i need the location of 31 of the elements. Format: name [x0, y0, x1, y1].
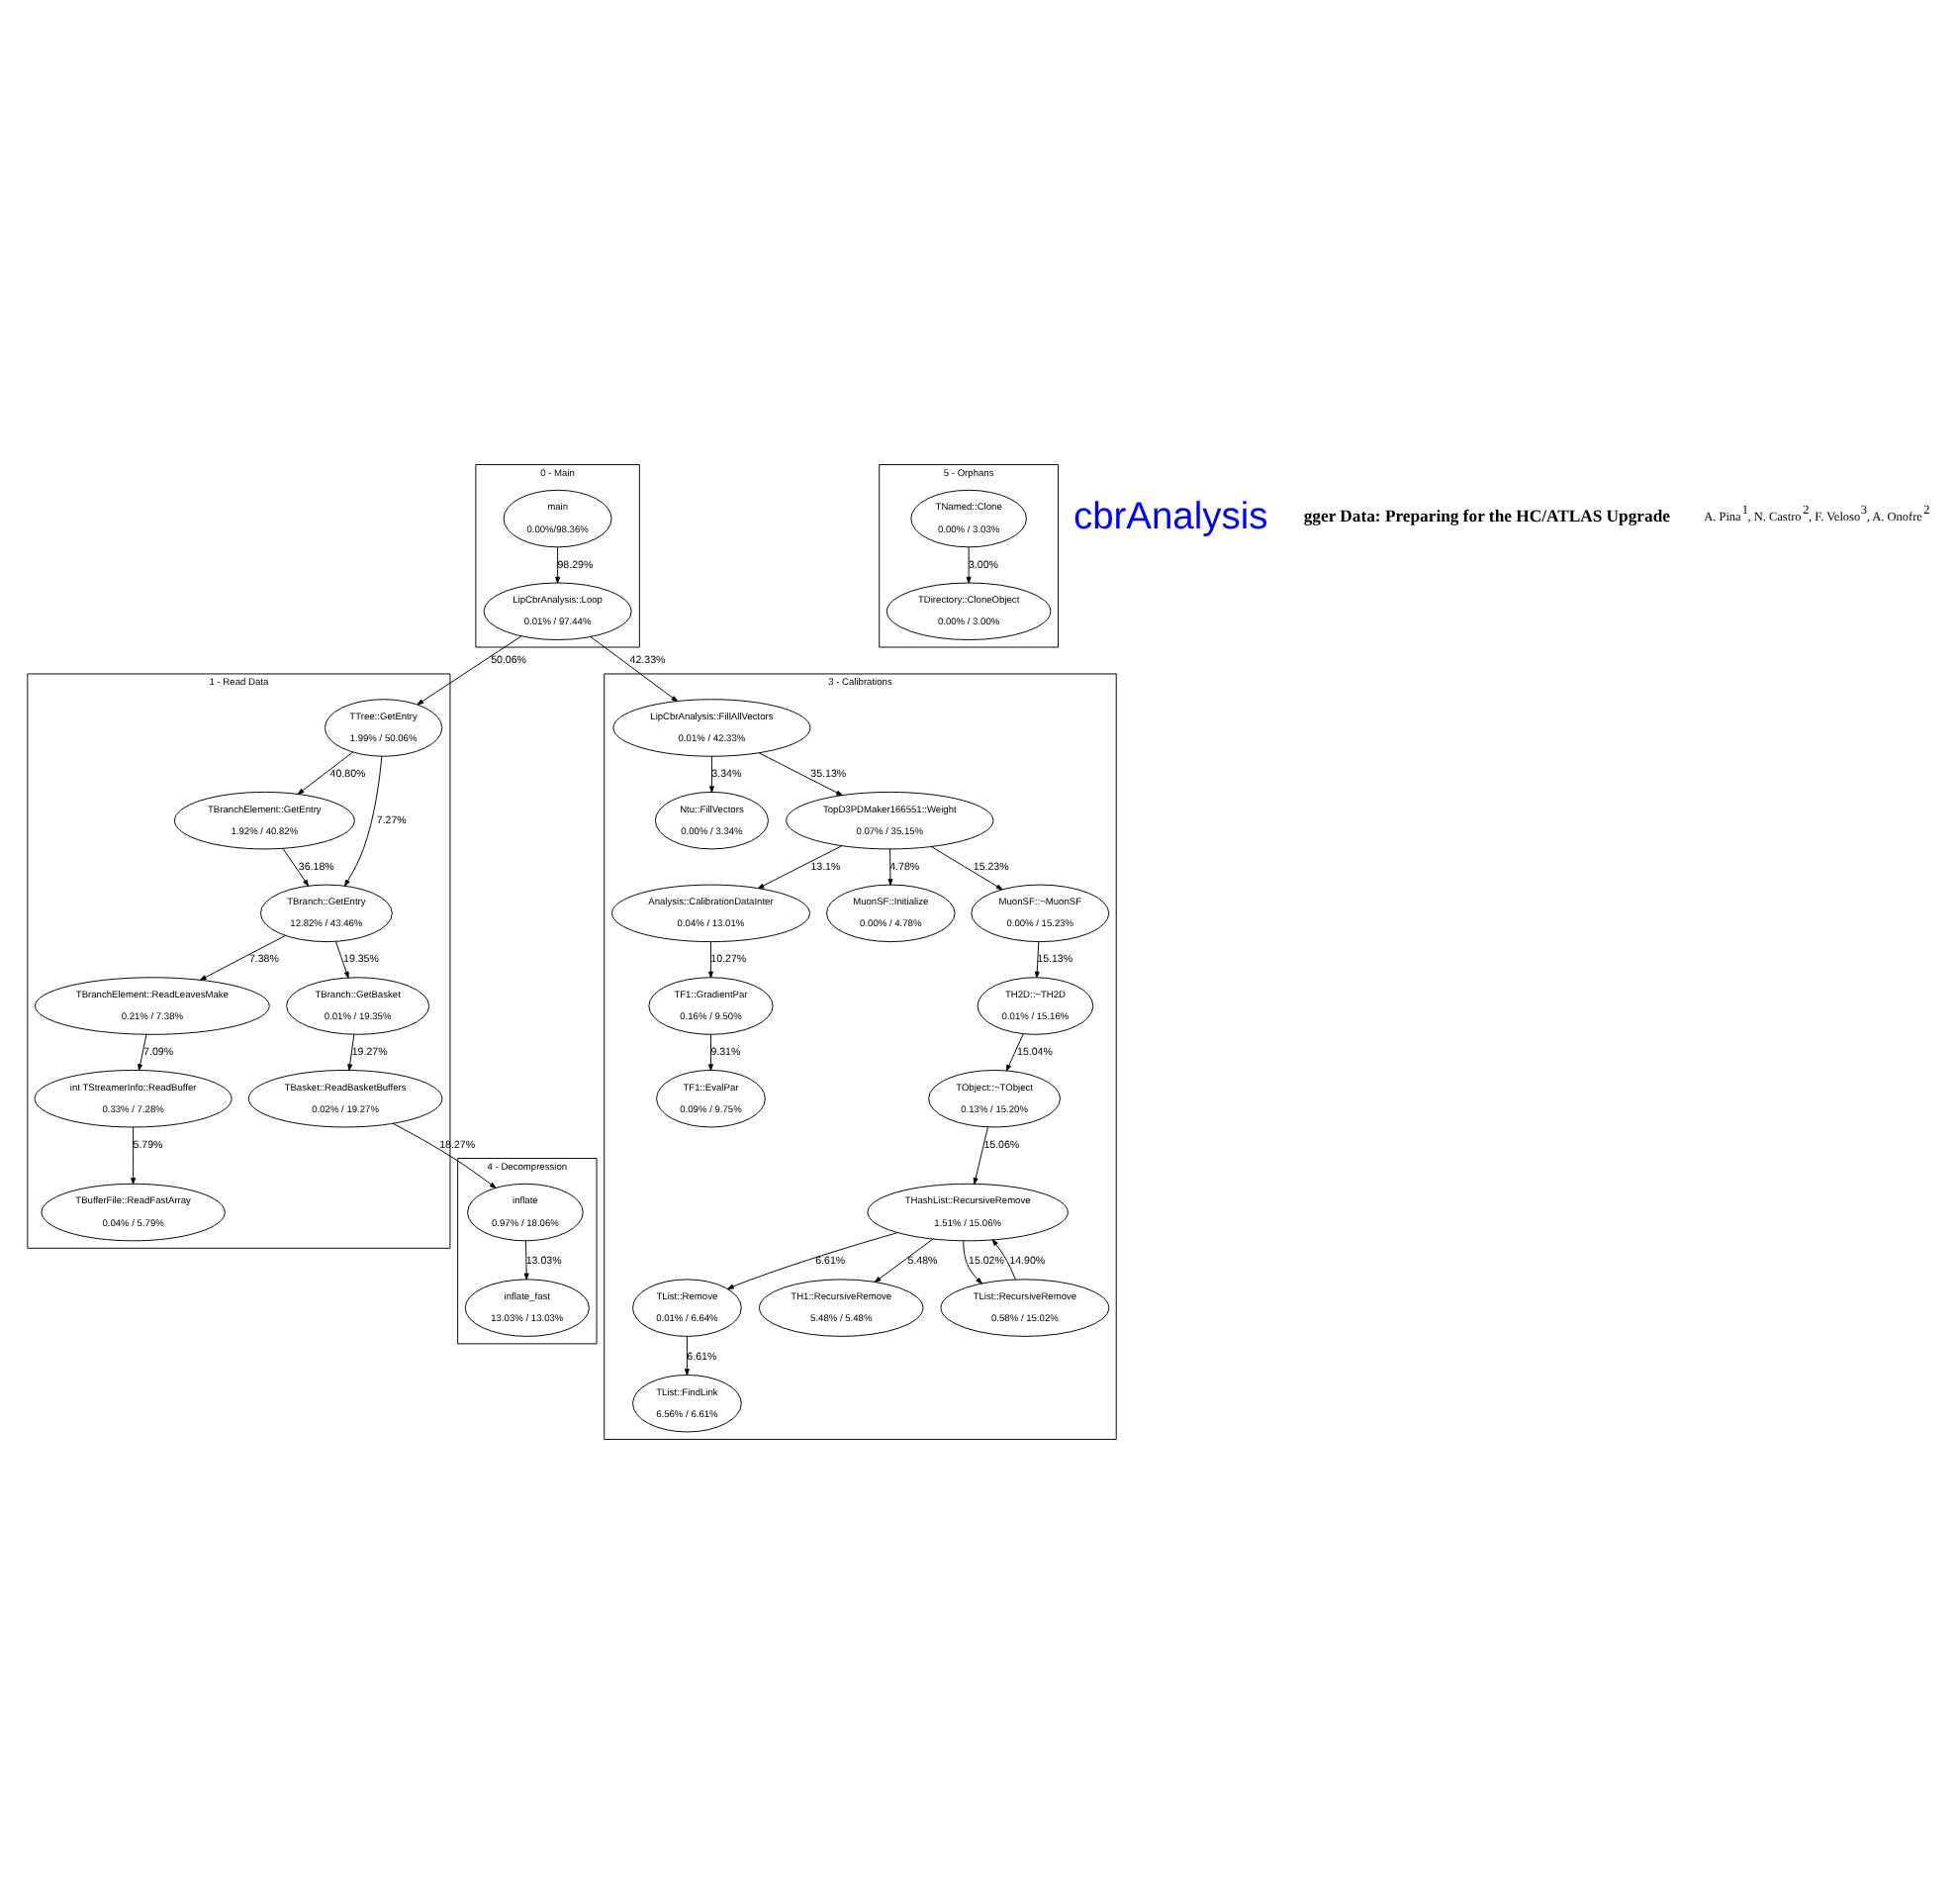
arrow [392, 1122, 497, 1189]
arrow [930, 845, 1003, 891]
arrow [1034, 941, 1040, 979]
arrow [282, 847, 310, 887]
arrow [417, 635, 522, 706]
arrow [555, 546, 561, 584]
arrow [684, 1335, 690, 1376]
arrow [973, 1126, 988, 1185]
arrow [874, 1238, 934, 1283]
arrow [966, 546, 972, 584]
arrow [991, 1239, 1016, 1281]
arrow [708, 941, 713, 979]
arrow [963, 1240, 982, 1285]
arrow [343, 755, 383, 887]
arrow [523, 1240, 529, 1281]
arrow [708, 755, 714, 793]
arrow [334, 940, 349, 979]
arrow [131, 1126, 137, 1185]
arrow [347, 1033, 355, 1072]
arrow [590, 636, 679, 703]
arrow [297, 751, 354, 795]
label: cbrAnalysis [1072, 496, 1268, 538]
arrow [758, 752, 843, 797]
arrow [138, 1033, 147, 1072]
arrow [757, 845, 843, 890]
arrow [708, 1033, 713, 1072]
arrow [887, 848, 893, 886]
label: gger Data: Preparing for the HC/ATLAS Upgrade [1303, 506, 1670, 526]
arrow [1005, 1033, 1024, 1072]
arrow [199, 934, 287, 981]
arrow [726, 1232, 898, 1289]
